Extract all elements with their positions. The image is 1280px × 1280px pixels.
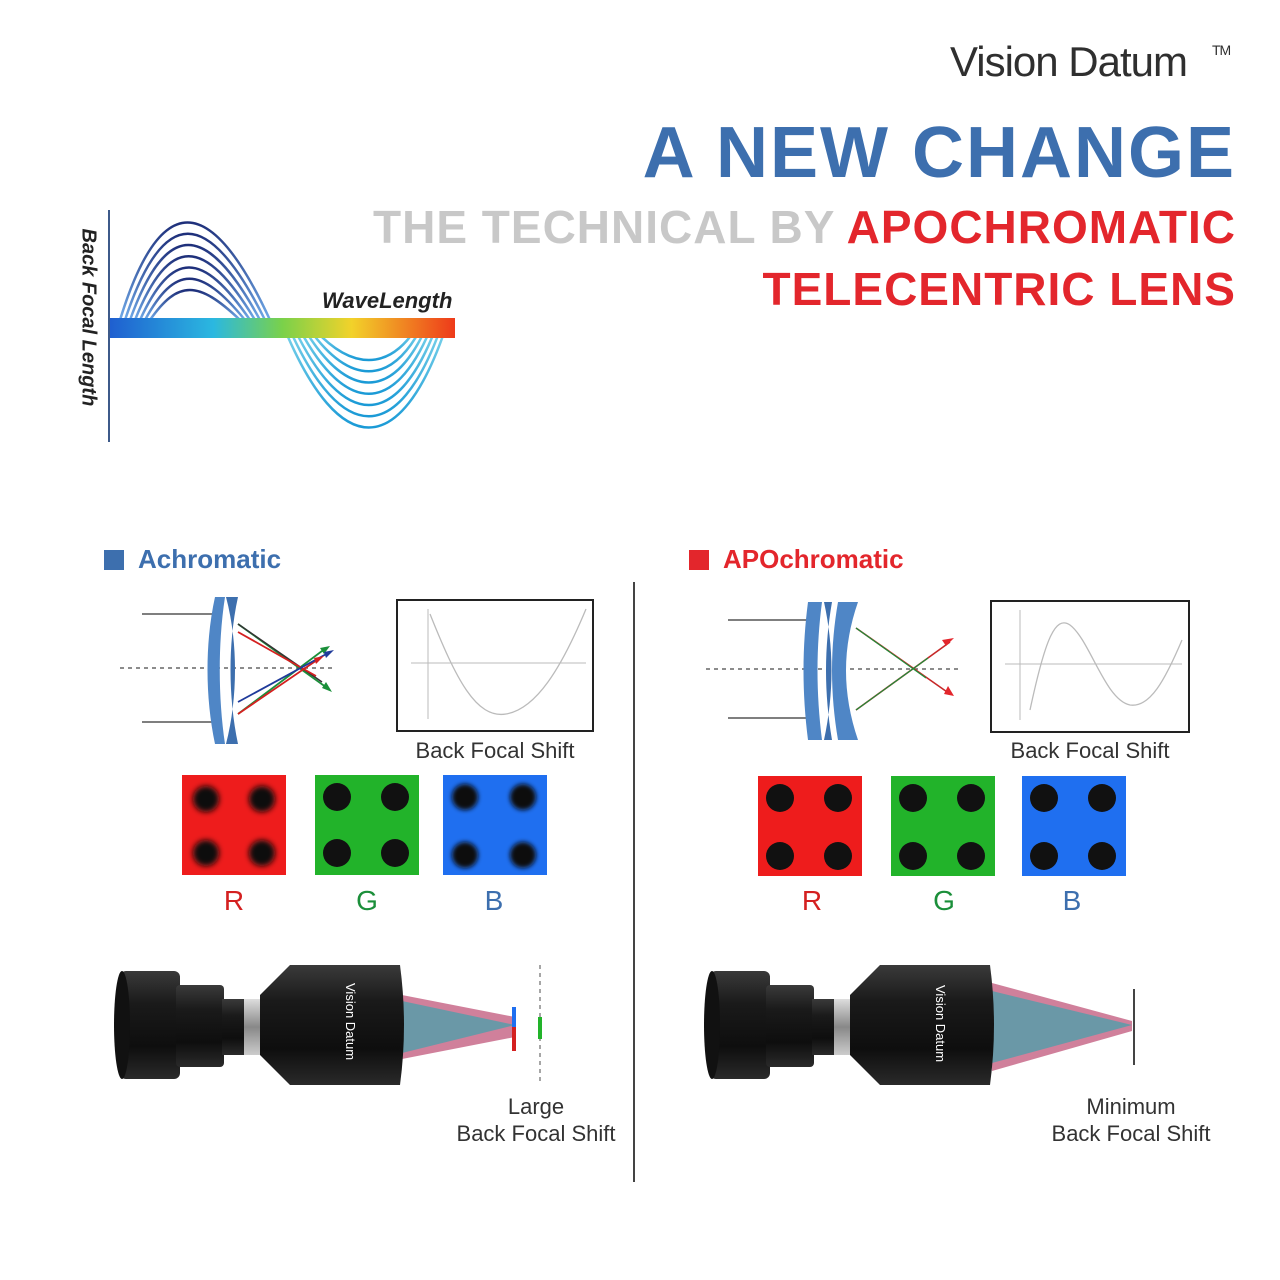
upper-wave-family (118, 221, 272, 321)
achromatic-label-g: G (356, 885, 378, 916)
achromatic-label-b: B (484, 885, 504, 916)
back-focal-length-axis-label: Back Focal Length (77, 228, 100, 407)
achromatic-graph-caption: Back Focal Shift (415, 738, 575, 763)
apochromatic-graph-caption: Back Focal Shift (1010, 738, 1170, 763)
achromatic-bottom-caption-2: Back Focal Shift (456, 1121, 616, 1146)
apochromatic-lens-ray-diagram (706, 602, 958, 740)
apochromatic-legend-label: APOchromatic (723, 544, 904, 574)
achromatic-red-tile (182, 775, 286, 875)
achromat-lens-element-2 (226, 597, 238, 744)
lower-wave-family (283, 329, 447, 429)
headline-secondary-red: APOCHROMATIC (846, 201, 1236, 253)
apochromatic-legend: APOchromatic (689, 544, 904, 575)
headline-secondary: THE TECHNICAL BY APOCHROMATIC (373, 200, 1236, 254)
apochromatic-focal-shift-curve (1029, 622, 1183, 711)
apochromatic-lens-product: Vision Datum (704, 965, 1135, 1085)
headline-primary: A NEW CHANGE (642, 113, 1236, 193)
apochromat-lens-element-1 (803, 602, 822, 740)
apochromatic-label-g: G (933, 885, 955, 916)
achromatic-bottom-caption-1: Large (507, 1094, 565, 1119)
headline-tertiary: TELECENTRIC LENS (762, 263, 1236, 315)
achromatic-focal-shift-graph (396, 599, 594, 732)
achromatic-green-tile (315, 775, 419, 875)
apochromatic-blue-tile (1022, 776, 1126, 876)
trademark-mark: TM (1212, 42, 1231, 58)
headline-secondary-grey: THE TECHNICAL BY (373, 201, 847, 253)
apochromatic-bottom-caption-1: Minimum (1086, 1094, 1176, 1119)
apochromatic-green-tile (891, 776, 995, 876)
apochromatic-legend-swatch (689, 549, 709, 570)
wavelength-spectrum-bar (110, 318, 455, 338)
apochromat-lens-element-3 (832, 602, 858, 740)
section-divider (633, 582, 635, 1182)
apochromatic-lens-brand-text: Vision Datum (933, 985, 948, 1062)
achromatic-focal-shift-curve (429, 608, 587, 716)
wavelength-axis-label: WaveLength (322, 288, 453, 313)
apochromat-lens-element-2 (824, 602, 832, 740)
achromatic-legend-swatch (104, 549, 124, 570)
apochromatic-bottom-caption-2: Back Focal Shift (1051, 1121, 1211, 1146)
wavelength-focal-diagram (108, 210, 455, 442)
apochromatic-focal-shift-graph (990, 600, 1190, 733)
achromatic-legend-label: Achromatic (138, 544, 282, 574)
apochromatic-red-tile (758, 776, 862, 876)
achromatic-lens-product: Vision Datum (114, 965, 542, 1085)
achromatic-blue-tile (443, 775, 547, 875)
achromatic-label-r: R (223, 885, 245, 916)
achromatic-lens-ray-diagram (120, 597, 335, 744)
brand-name: Vision Datum (950, 38, 1188, 85)
apochromatic-label-r: R (801, 885, 823, 916)
brand-logo: Vision Datum TM (950, 38, 1231, 86)
achromatic-legend: Achromatic (104, 544, 281, 575)
achromatic-lens-brand-text: Vision Datum (343, 983, 358, 1060)
apochromatic-label-b: B (1062, 885, 1082, 916)
achromat-lens-element-1 (207, 597, 225, 744)
